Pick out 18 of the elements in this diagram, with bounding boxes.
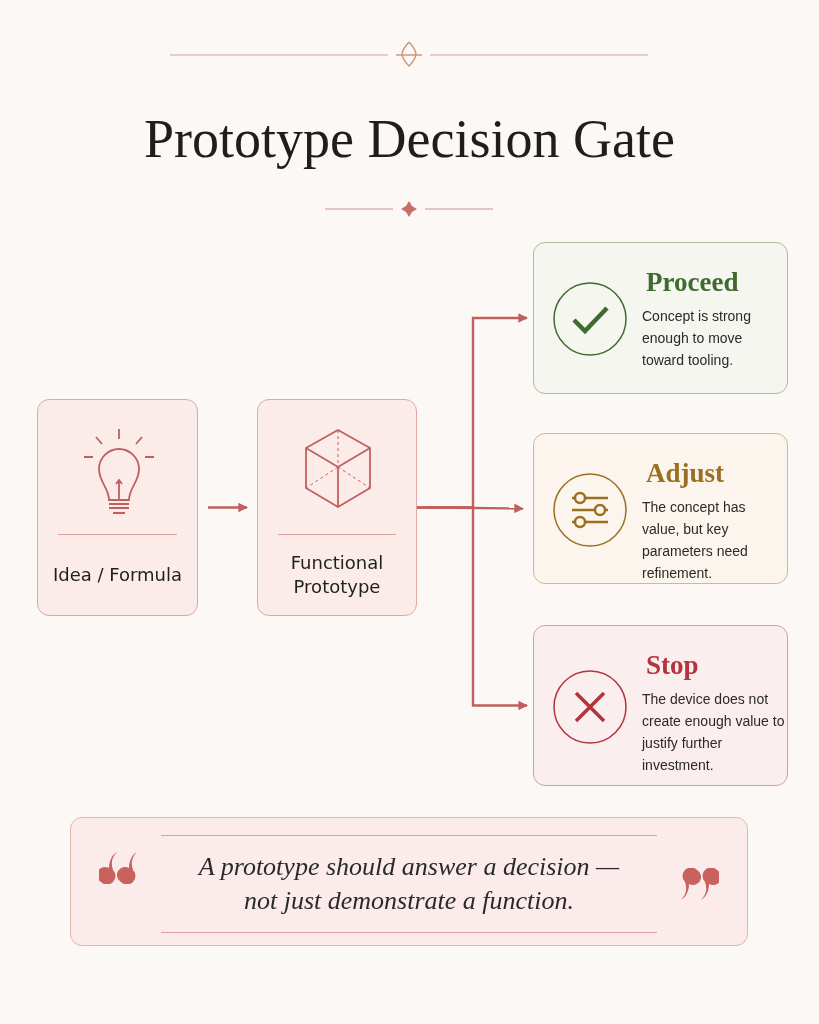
- step-label: Functional Prototype: [289, 551, 385, 599]
- outcome-card: [533, 433, 788, 584]
- outcome-card: [533, 242, 788, 394]
- outcome-description: The device does not create enough value to justify further investment.: [642, 690, 786, 775]
- outcome-description: Concept is strong enough to move toward tooling.: [642, 307, 752, 370]
- quote-card: [70, 817, 748, 946]
- outcome-description: The concept has value, but key parameters need refinement.: [642, 498, 749, 583]
- outcome-heading: Adjust: [646, 458, 725, 489]
- step-card: [37, 399, 198, 616]
- arrow: [417, 506, 528, 711]
- outcome-heading: Proceed: [646, 267, 739, 298]
- outcome-card: [533, 625, 788, 786]
- arrow: [208, 502, 248, 513]
- step-label: Idea / Formula: [51, 563, 184, 587]
- step-card: [257, 399, 417, 616]
- quote-text: A prototype should answer a decision — not just demonstrate a function.: [196, 851, 621, 917]
- outcome-heading: Stop: [646, 650, 699, 681]
- title: Prototype Decision Gate: [143, 108, 676, 170]
